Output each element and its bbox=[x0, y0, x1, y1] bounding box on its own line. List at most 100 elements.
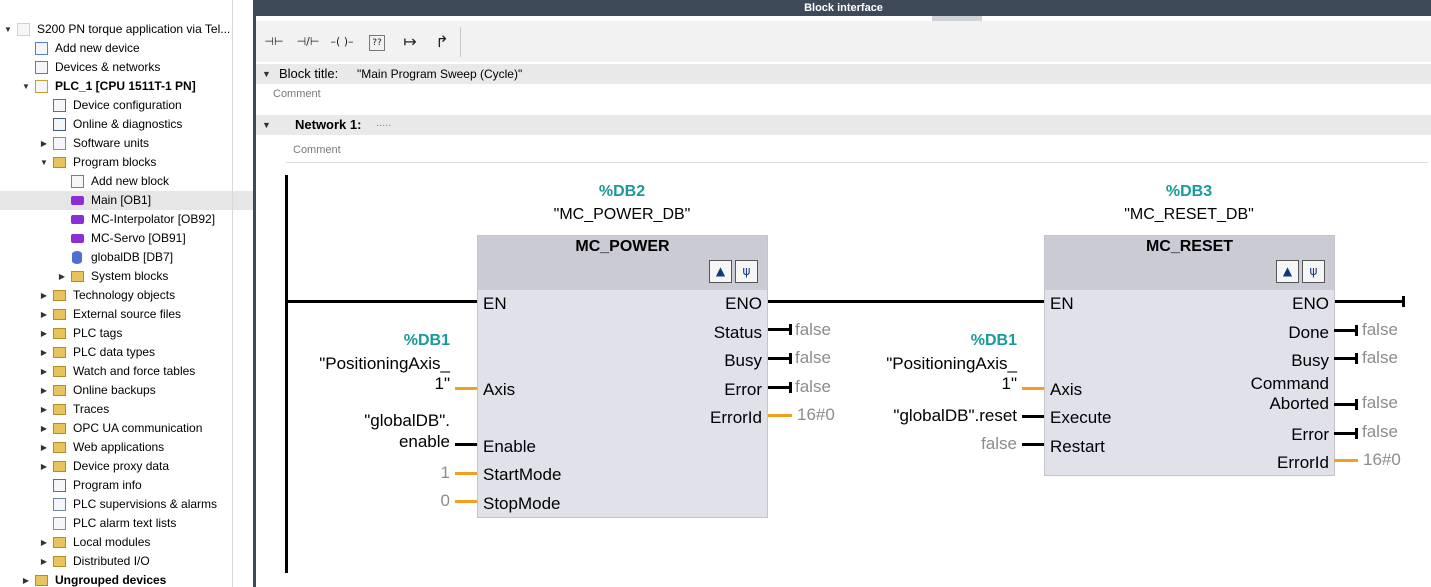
tree-item[interactable]: ▶Local modules bbox=[0, 533, 255, 552]
normally-closed-contact-button[interactable]: ⊣/⊢ bbox=[296, 35, 320, 48]
reset-done-wire bbox=[1334, 329, 1356, 332]
folder-icon bbox=[53, 347, 66, 358]
tree-item[interactable]: Main [OB1] bbox=[0, 191, 255, 210]
expand-arrow-icon[interactable]: ▼ bbox=[4, 25, 12, 34]
reset-axis-db-number[interactable]: %DB1 bbox=[970, 332, 1017, 349]
block-interface-title[interactable]: Block interface bbox=[804, 2, 883, 14]
collapse-arrow-icon[interactable]: ▶ bbox=[40, 291, 48, 300]
program-editor: Block interface ⊣⊢ ⊣/⊢ –( )– ?? ↦ ↱ ▼ Bl… bbox=[256, 0, 1431, 587]
power-db-number[interactable]: %DB2 bbox=[598, 183, 646, 200]
panel-splitter[interactable] bbox=[253, 0, 256, 587]
power-pin-enable: Enable bbox=[483, 437, 536, 456]
tree-item[interactable]: ▼Program blocks bbox=[0, 153, 255, 172]
block-comment[interactable]: Comment bbox=[273, 88, 321, 100]
tree-item[interactable]: ▼PLC_1 [CPU 1511T-1 PN] bbox=[0, 77, 255, 96]
collapse-arrow-icon[interactable]: ▶ bbox=[40, 405, 48, 414]
collapse-arrow-icon[interactable]: ▶ bbox=[40, 424, 48, 433]
tree-item[interactable]: ▶Device proxy data bbox=[0, 457, 255, 476]
tree-item[interactable]: Device configuration bbox=[0, 96, 255, 115]
collapse-arrow-icon[interactable]: ▶ bbox=[40, 139, 48, 148]
collapse-arrow-icon[interactable]: ▶ bbox=[40, 462, 48, 471]
tree-item[interactable]: ▶Ungrouped devices bbox=[0, 571, 255, 587]
reset-db-name[interactable]: "MC_RESET_DB" bbox=[1124, 206, 1254, 223]
eno-output-wire-reset bbox=[1334, 300, 1402, 303]
commissioning-icon[interactable]: ▲ bbox=[709, 260, 732, 283]
network-title-field[interactable]: ..... bbox=[376, 117, 392, 129]
normally-open-contact-button[interactable]: ⊣⊢ bbox=[264, 35, 284, 48]
reset-axis-wire bbox=[1022, 387, 1044, 390]
block-title-bar[interactable]: ▼ Block title: "Main Program Sweep (Cycl… bbox=[256, 64, 1431, 84]
tree-item[interactable]: ▶PLC data types bbox=[0, 343, 255, 362]
power-axis-operand-line1[interactable]: "PositioningAxis_ bbox=[319, 354, 450, 373]
collapse-triangle-icon[interactable]: ▼ bbox=[262, 69, 271, 79]
collapse-arrow-icon[interactable]: ▶ bbox=[40, 443, 48, 452]
power-axis-operand-line2[interactable]: 1" bbox=[434, 374, 451, 393]
open-branch-button[interactable]: ↦ bbox=[403, 32, 417, 51]
empty-box-button[interactable]: ?? bbox=[369, 35, 385, 51]
collapse-arrow-icon[interactable]: ▶ bbox=[40, 538, 48, 547]
interface-resize-grip[interactable] bbox=[932, 16, 982, 21]
network-comment[interactable]: Comment bbox=[293, 144, 341, 156]
diagnostics-stethoscope-icon[interactable]: ψ bbox=[1302, 260, 1325, 283]
reset-pin-axis: Axis bbox=[1050, 380, 1083, 399]
tree-item-label: globalDB [DB7] bbox=[91, 250, 174, 264]
mc-power-block[interactable]: MC_POWER ▲ ψ EN Axis Enable StartMode St… bbox=[477, 235, 768, 518]
tree-item[interactable]: ▶Traces bbox=[0, 400, 255, 419]
reset-db-number[interactable]: %DB3 bbox=[1165, 183, 1213, 200]
mc-reset-block[interactable]: MC_RESET ▲ ψ EN Axis Execute Restart ENO… bbox=[1044, 235, 1335, 476]
collapse-arrow-icon[interactable]: ▶ bbox=[40, 348, 48, 357]
reset-execute-operand[interactable]: "globalDB".reset bbox=[893, 406, 1017, 425]
close-branch-button[interactable]: ↱ bbox=[435, 32, 449, 51]
tree-item-label: Watch and force tables bbox=[73, 364, 196, 378]
tree-item[interactable]: ▶External source files bbox=[0, 305, 255, 324]
tree-item[interactable]: ▶Technology objects bbox=[0, 286, 255, 305]
tree-item[interactable]: PLC alarm text lists bbox=[0, 514, 255, 533]
tree-item[interactable]: PLC supervisions & alarms bbox=[0, 495, 255, 514]
block-title-value[interactable]: "Main Program Sweep (Cycle)" bbox=[357, 67, 523, 81]
reset-restart-value[interactable]: false bbox=[981, 434, 1017, 453]
collapse-arrow-icon[interactable]: ▶ bbox=[40, 310, 48, 319]
tree-item[interactable]: MC-Interpolator [OB92] bbox=[0, 210, 255, 229]
diagnostics-stethoscope-icon[interactable]: ψ bbox=[735, 260, 758, 283]
collapse-arrow-icon[interactable]: ▶ bbox=[40, 557, 48, 566]
tree-item[interactable]: ▶System blocks bbox=[0, 267, 255, 286]
collapse-arrow-icon[interactable]: ▶ bbox=[40, 367, 48, 376]
tree-item[interactable]: ▶Web applications bbox=[0, 438, 255, 457]
tree-item[interactable]: Program info bbox=[0, 476, 255, 495]
collapse-arrow-icon[interactable]: ▶ bbox=[22, 576, 30, 585]
collapse-arrow-icon[interactable]: ▶ bbox=[58, 272, 66, 281]
power-enable-operand-line2[interactable]: enable bbox=[398, 432, 450, 451]
reset-axis-operand-line1[interactable]: "PositioningAxis_ bbox=[886, 354, 1017, 373]
network-collapse-icon[interactable]: ▼ bbox=[262, 120, 271, 130]
power-stopmode-value[interactable]: 0 bbox=[440, 491, 450, 510]
power-pin-axis: Axis bbox=[483, 380, 516, 399]
power-enable-operand-line1[interactable]: "globalDB". bbox=[364, 411, 450, 430]
tree-item[interactable]: ▶Software units bbox=[0, 134, 255, 153]
network-title-bar[interactable]: ▼ Network 1: ..... bbox=[256, 115, 1431, 135]
tree-item-label: Distributed I/O bbox=[73, 554, 150, 568]
tree-item[interactable]: Online & diagnostics bbox=[0, 115, 255, 134]
tree-item[interactable]: globalDB [DB7] bbox=[0, 248, 255, 267]
power-db-name[interactable]: "MC_POWER_DB" bbox=[553, 206, 691, 223]
power-axis-db-number[interactable]: %DB1 bbox=[403, 332, 450, 349]
expand-arrow-icon[interactable]: ▼ bbox=[22, 82, 30, 91]
block-interface-bar[interactable]: Block interface bbox=[256, 0, 1431, 16]
tree-item[interactable]: Devices & networks bbox=[0, 58, 255, 77]
expand-arrow-icon[interactable]: ▼ bbox=[40, 158, 48, 167]
output-coil-button[interactable]: –( )– bbox=[330, 35, 354, 48]
tree-item[interactable]: Add new device bbox=[0, 39, 255, 58]
tree-item[interactable]: ▶ Watch and force tables bbox=[0, 362, 255, 381]
tree-item[interactable]: ▶Online backups bbox=[0, 381, 255, 400]
collapse-arrow-icon[interactable]: ▶ bbox=[40, 386, 48, 395]
tree-item[interactable]: ▶PLC tags bbox=[0, 324, 255, 343]
tree-item[interactable]: MC-Servo [OB91] bbox=[0, 229, 255, 248]
reset-axis-operand-line2[interactable]: 1" bbox=[1001, 374, 1018, 393]
commissioning-icon[interactable]: ▲ bbox=[1276, 260, 1299, 283]
power-busy-wire bbox=[768, 357, 790, 360]
tree-item[interactable]: ▼S200 PN torque application via Tel... bbox=[0, 20, 255, 39]
power-startmode-value[interactable]: 1 bbox=[440, 463, 450, 482]
tree-item[interactable]: ▶OPC UA communication bbox=[0, 419, 255, 438]
tree-item[interactable]: Add new block bbox=[0, 172, 255, 191]
collapse-arrow-icon[interactable]: ▶ bbox=[40, 329, 48, 338]
tree-item[interactable]: ▶ Distributed I/O bbox=[0, 552, 255, 571]
